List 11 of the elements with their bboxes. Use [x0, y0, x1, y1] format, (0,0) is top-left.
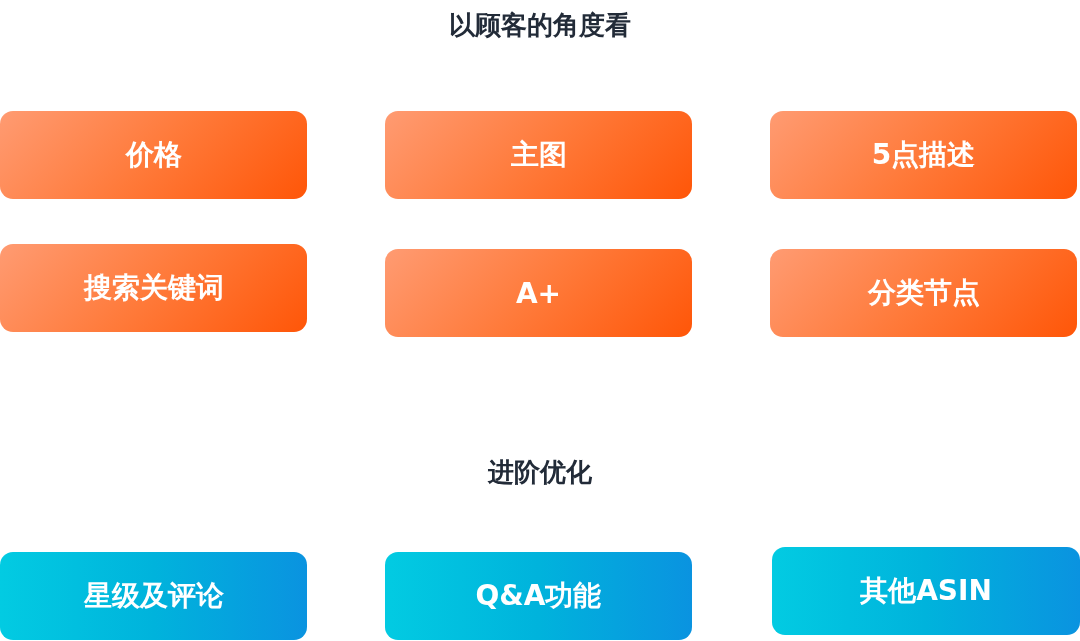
rounded-box: 搜索关键词 [0, 244, 307, 332]
rounded-box: 星级及评论 [0, 552, 307, 640]
rounded-box: A+ [385, 249, 692, 337]
rounded-box: 价格 [0, 111, 307, 199]
rounded-box: 主图 [385, 111, 692, 199]
section-heading: 进阶优化 [486, 456, 593, 489]
section-heading: 以顾客的角度看 [448, 9, 632, 42]
rounded-box: 其他ASIN [772, 547, 1080, 635]
rounded-box: 分类节点 [770, 249, 1077, 337]
rounded-box: Q&A功能 [385, 552, 692, 640]
rounded-box: 5点描述 [770, 111, 1077, 199]
